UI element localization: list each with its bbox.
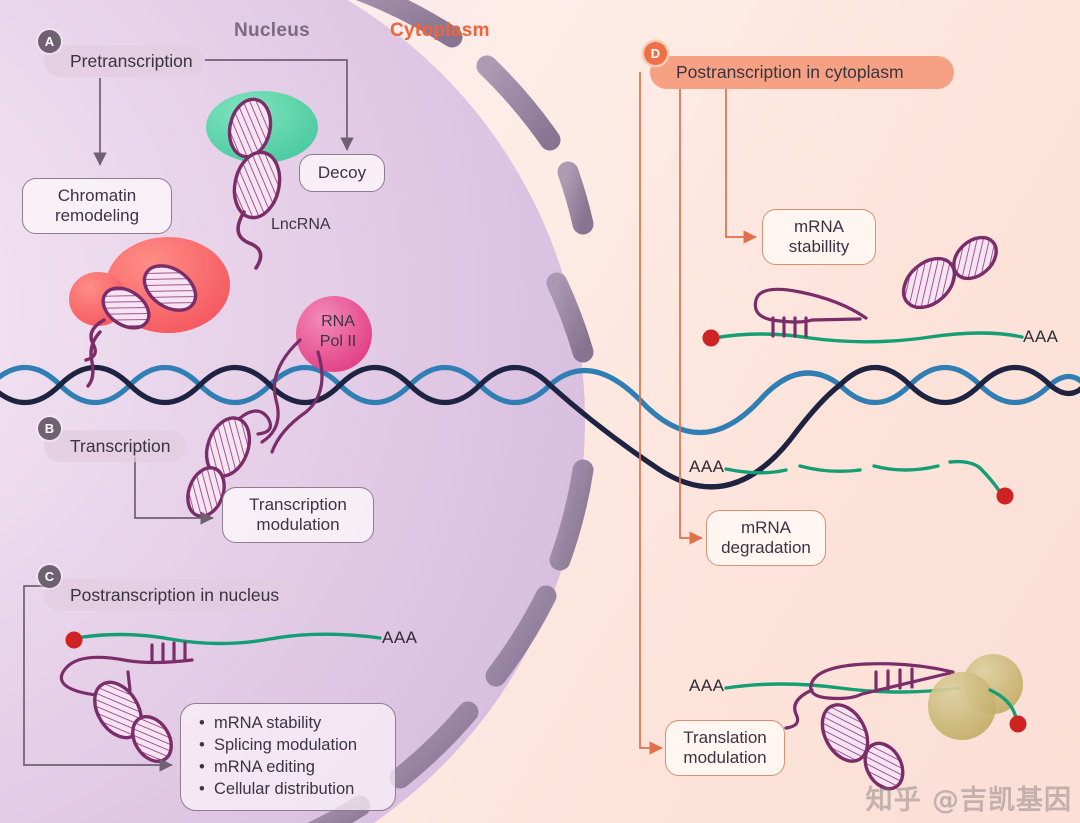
mrna-stability-box[interactable]: mRNA stabillity — [762, 209, 876, 265]
section-d-title[interactable]: Postranscription in cytoplasm — [650, 56, 954, 89]
watermark: 知乎 @吉凯基因 — [865, 785, 1072, 816]
nucleus-functions-list[interactable]: mRNA stability Splicing modulation mRNA … — [180, 703, 396, 811]
degraded-mrna — [724, 459, 1014, 505]
mrna-cap — [65, 631, 83, 649]
transcription-modulation-line2: modulation — [256, 515, 340, 534]
arrow-a-to-decoy — [205, 59, 354, 151]
mrna-cap — [702, 329, 720, 347]
cytoplasm-stable-mrna — [702, 235, 1024, 347]
arrow-d-to-degradation — [679, 83, 703, 545]
cytoplasm-label: Cytoplasm — [390, 20, 490, 41]
section-b-title[interactable]: Transcription — [44, 430, 186, 462]
mrna-stability-line2: stabillity — [788, 237, 850, 256]
decoy-label: Decoy — [317, 162, 367, 182]
lncrna-transcription-helix — [186, 409, 272, 518]
mrna-degradation-box[interactable]: mRNA degradation — [706, 510, 826, 566]
mrna-cap — [1009, 715, 1027, 733]
chromatin-remodeling-line1: Chromatin — [57, 185, 137, 205]
ribosome — [928, 654, 1023, 740]
section-d-badge: D — [644, 42, 667, 65]
rna-pol-line1: RNA — [321, 313, 355, 330]
section-a-title[interactable]: Pretranscription — [44, 45, 204, 77]
dna-double-helix — [0, 364, 1080, 490]
section-c-badge: C — [38, 565, 61, 588]
translation-mrna-polya: AAA — [689, 676, 725, 695]
lncrna-annotation: LncRNA — [271, 216, 331, 233]
chromatin-remodeling-box[interactable]: Chromatin remodeling — [22, 178, 172, 234]
arrow-b-to-modulation — [134, 457, 214, 525]
lncrna-cytoplasm-helix-1 — [901, 235, 998, 310]
mrna-degradation-line2: degradation — [721, 538, 811, 557]
lncrna-cytoplasm-helix-2 — [820, 703, 905, 791]
translation-mrna — [724, 654, 1027, 791]
degraded-mrna-polya: AAA — [689, 457, 725, 476]
stable-mrna-polya: AAA — [1023, 327, 1059, 346]
list-item: mRNA editing — [199, 757, 381, 779]
mrna-cap — [996, 487, 1014, 505]
list-item: Cellular distribution — [199, 779, 381, 801]
mrna-degradation-line1: mRNA — [740, 517, 792, 537]
lncrna-decoy-helix — [227, 97, 282, 270]
lncrna-bound-to-mrna — [753, 287, 868, 338]
section-c-title-text: Postranscription in nucleus — [70, 584, 280, 605]
section-d-title-text: Postranscription in cytoplasm — [676, 62, 904, 82]
transcription-modulation-box[interactable]: Transcription modulation — [222, 487, 374, 543]
nucleus-label: Nucleus — [234, 20, 311, 41]
section-b-title-text: Transcription — [70, 435, 171, 456]
lncrna-nucleus-helix — [93, 680, 173, 763]
translation-modulation-line2: modulation — [683, 748, 767, 767]
decoy-box[interactable]: Decoy — [299, 154, 385, 192]
list-item: Splicing modulation — [199, 735, 381, 757]
section-c-title[interactable]: Postranscription in nucleus — [44, 579, 302, 611]
list-item: mRNA stability — [199, 713, 381, 735]
rna-polymerase-label: RNA Pol II — [315, 312, 361, 352]
arrow-c-to-bullets — [23, 585, 173, 772]
rna-pol-line2: Pol II — [319, 333, 357, 350]
translation-modulation-box[interactable]: Translation modulation — [665, 720, 785, 776]
lncrna-chromatin-helix — [84, 264, 198, 388]
nuclear-mrna-polya: AAA — [382, 628, 418, 647]
nascent-transcript — [260, 338, 324, 454]
arrow-d-to-stability — [725, 83, 757, 244]
connectors-nucleus — [23, 59, 354, 772]
transcription-modulation-line1: Transcription — [249, 494, 347, 514]
rna-polymerase-ii — [296, 296, 372, 372]
section-a-badge: A — [38, 30, 61, 53]
section-a-title-text: Pretranscription — [70, 50, 193, 71]
arrow-d-to-translation — [639, 72, 663, 755]
lncrna-bound-translation — [784, 662, 955, 730]
translation-modulation-line1: Translation — [683, 727, 767, 747]
mrna-stability-line1: mRNA — [793, 216, 845, 236]
connectors-cytoplasm — [639, 72, 757, 755]
nuclear-mrna-strand — [59, 631, 382, 763]
section-b-badge: B — [38, 417, 61, 440]
chromatin-remodeling-line2: remodeling — [54, 206, 140, 225]
